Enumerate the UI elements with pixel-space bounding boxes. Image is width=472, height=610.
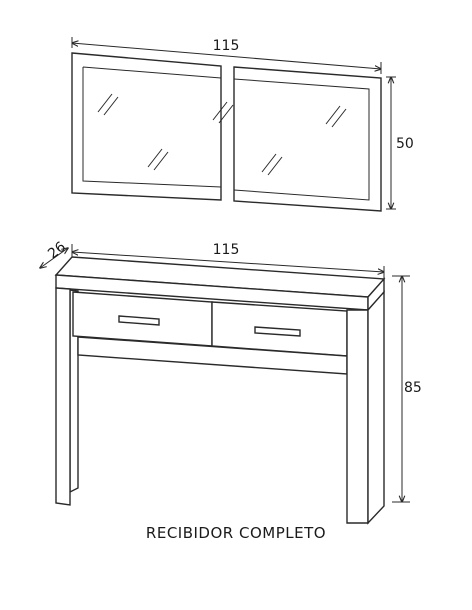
- console-width-label: 115: [213, 242, 240, 258]
- console-right-leg-side: [367, 290, 385, 525]
- mirror-width-label: 115: [213, 38, 240, 54]
- console-height-label: 85: [404, 380, 422, 396]
- mirror-height-label: 50: [396, 136, 414, 152]
- left-drawer-handle: [118, 315, 160, 326]
- console-front-left-leg: [55, 287, 71, 506]
- mirror-right-inner: [233, 78, 370, 201]
- console-front-right-leg: [346, 309, 369, 524]
- console-depth-label: 26: [45, 239, 69, 263]
- mirror-left-inner: [82, 66, 222, 188]
- product-caption: RECIBIDOR COMPLETO: [145, 524, 327, 542]
- console-depth-dimension-line: [40, 248, 68, 268]
- mirror-right-frame: [233, 66, 382, 212]
- console-width-dimension-line: [72, 252, 384, 272]
- reflection-marks: [97, 93, 347, 176]
- mirror-left-frame: [71, 52, 222, 201]
- mirror: 115 50: [71, 37, 414, 212]
- mirror-width-dimension-line: [72, 43, 381, 69]
- console-table: 115 26 85: [40, 239, 422, 525]
- right-drawer-handle: [254, 326, 301, 337]
